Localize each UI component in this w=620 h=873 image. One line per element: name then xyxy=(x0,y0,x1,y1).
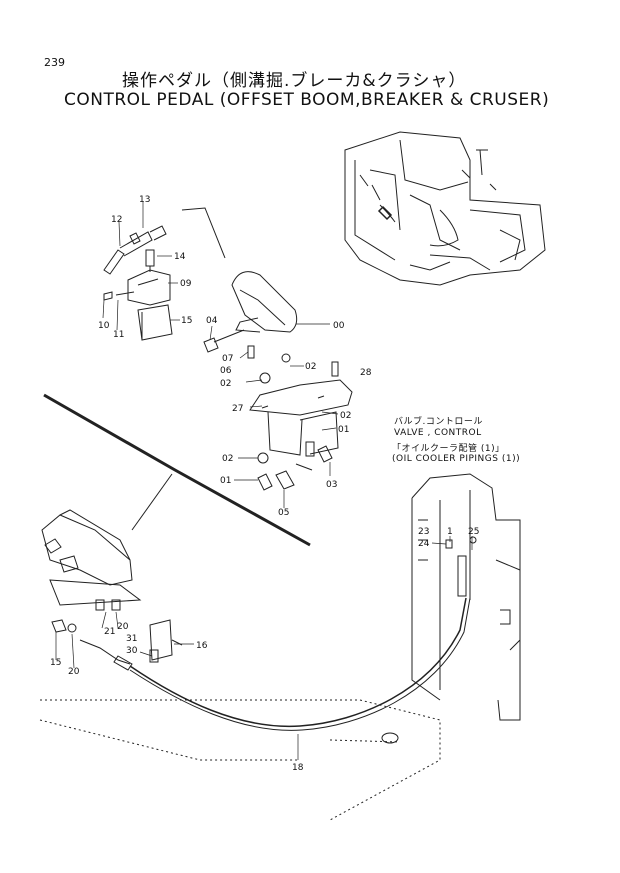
part-label: 23 xyxy=(418,527,429,537)
oil-cooler-note-en: (OIL COOLER PIPINGS (1)) xyxy=(392,454,521,464)
floor-hole xyxy=(381,732,399,744)
part-label: 02 xyxy=(220,379,231,389)
part-label: 28 xyxy=(360,368,372,378)
part-label: 20 xyxy=(117,622,129,632)
cable-18 xyxy=(129,597,467,728)
callout-leader-branch xyxy=(131,473,173,531)
part-label: 12 xyxy=(111,215,122,225)
floor-frame xyxy=(39,699,441,821)
title-english: CONTROL PEDAL (OFFSET BOOM,BREAKER & CRU… xyxy=(64,90,550,110)
cable-18-edge xyxy=(129,597,471,731)
floor-pedal-assembly xyxy=(41,509,183,671)
part-label: 04 xyxy=(206,316,218,326)
part-label: 20 xyxy=(68,667,80,677)
part-label: 25 xyxy=(468,527,479,537)
label-leaders xyxy=(55,202,473,760)
title-japanese: 操作ペダル（側溝掘.ブレーカ&クラシャ） xyxy=(122,71,467,91)
part-label: 13 xyxy=(139,195,150,205)
part-label: 02 xyxy=(222,454,233,464)
part-label: 16 xyxy=(196,641,208,651)
control-pedal-assembly xyxy=(203,271,353,491)
part-label: 00 xyxy=(333,321,345,331)
part-label: 18 xyxy=(292,763,304,773)
part-label: 15 xyxy=(50,658,61,668)
part-label: 02 xyxy=(305,362,316,372)
leader-line xyxy=(181,207,226,259)
part-label: 15 xyxy=(181,316,192,326)
part-label: 31 xyxy=(126,634,137,644)
machine-cab-overview xyxy=(344,131,546,286)
part-label: 1 xyxy=(447,527,453,537)
part-label: 30 xyxy=(126,646,138,656)
part-label: 10 xyxy=(98,321,110,331)
part-label: 01 xyxy=(338,425,349,435)
part-label: 27 xyxy=(232,404,243,414)
part-label: 11 xyxy=(113,330,124,340)
control-valve xyxy=(411,473,521,721)
part-label: 02 xyxy=(340,411,351,421)
page-number: 239 xyxy=(44,56,65,69)
part-number-labels: 13 12 14 09 15 10 11 04 00 07 06 02 02 2… xyxy=(50,195,479,773)
oil-cooler-note-jp: 「オイルクーラ配管 (1)」 xyxy=(392,444,505,454)
valve-note-jp: バルブ.コントロール xyxy=(394,417,483,427)
part-label: 01 xyxy=(220,476,231,486)
linkage-parts xyxy=(103,225,173,341)
part-label: 07 xyxy=(222,354,233,364)
part-label: 24 xyxy=(418,539,430,549)
part-label: 21 xyxy=(104,627,115,637)
part-label: 05 xyxy=(278,508,289,518)
part-label: 14 xyxy=(174,252,186,262)
part-label: 09 xyxy=(180,279,192,289)
valve-note-en: VALVE , CONTROL xyxy=(394,428,482,438)
part-label: 03 xyxy=(326,480,337,490)
part-label: 06 xyxy=(220,366,232,376)
callout-leader xyxy=(43,393,311,547)
